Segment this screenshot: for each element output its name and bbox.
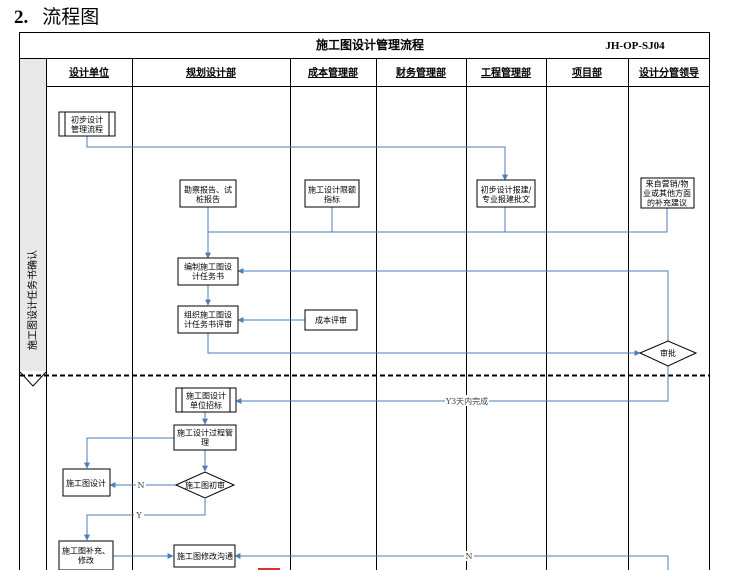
- edge-label-y3: Y3天内完成: [445, 396, 488, 406]
- lane-headers: 设计单位 规划设计部 成本管理部 财务管理部 工程管理部 项目部 设计分管领导: [69, 66, 699, 79]
- edge-label-y: Y: [135, 511, 142, 520]
- lane-header-engineering: 工程管理部: [481, 66, 531, 79]
- node-modification-communication: 施工图修改沟通: [173, 544, 236, 568]
- node-task-book-review: 组织施工图设计任务书评审: [177, 305, 239, 334]
- node-approval-decision: 审批: [638, 340, 698, 367]
- lane-header-project: 项目部: [572, 66, 602, 79]
- node-text: 施工图补充、修改: [62, 545, 110, 565]
- node-text: 施工图初审: [185, 480, 225, 490]
- section-heading: 2. 流程图: [14, 2, 99, 29]
- node-text: 勘察报告、试桩报告: [184, 184, 232, 204]
- node-text: 初步设计报建/专业报建批文: [481, 184, 532, 204]
- node-text: 审批: [660, 348, 676, 358]
- node-text: 来自营销/物业或其他方面的补充建议: [643, 179, 691, 208]
- lane-header-design-unit: 设计单位: [69, 66, 109, 79]
- lane-header-leader: 设计分管领导: [639, 66, 699, 79]
- phase-marker: 施工图设计任务书确认: [19, 59, 47, 387]
- chart-title: 施工图设计管理流程: [316, 37, 424, 52]
- node-text: 组织施工图设计任务书评审: [184, 309, 232, 329]
- section-title: 流程图: [42, 6, 100, 28]
- node-preliminary-approval: 初步设计报建/专业报建批文: [476, 179, 536, 208]
- node-text: 初步设计管理流程: [71, 114, 103, 134]
- lane-header-planning: 规划设计部: [186, 66, 236, 79]
- node-text: 施工图设计单位招标: [186, 390, 226, 410]
- red-marker: [258, 568, 280, 570]
- lane-dividers: [46, 58, 629, 570]
- section-number: 2.: [14, 7, 29, 28]
- node-text: 施工设计过程管理: [177, 427, 233, 447]
- edge-label-n-bottom: N: [466, 552, 473, 561]
- lane-header-finance: 财务管理部: [395, 66, 446, 79]
- node-text: 编制施工图设计任务书: [184, 261, 232, 281]
- doc-code: JH-OP-SJ04: [605, 40, 665, 52]
- lane-header-cost: 成本管理部: [308, 66, 358, 79]
- edge-label-n-left: N: [138, 481, 145, 490]
- node-cost-limit: 施工设计限额指标: [304, 179, 360, 208]
- node-compile-task-book: 编制施工图设计任务书: [177, 257, 239, 286]
- node-construction-drawing-design: 施工图设计: [62, 468, 111, 497]
- node-text: 成本评审: [315, 315, 347, 325]
- node-preliminary-design-process: 初步设计管理流程: [58, 111, 116, 137]
- edge-labels: Y3天内完成 N Y N: [134, 395, 489, 561]
- node-preliminary-check-decision: 施工图初审: [174, 471, 236, 499]
- node-supplementary-advice: 来自营销/物业或其他方面的补充建议: [640, 177, 695, 209]
- node-supplement-modify: 施工图补充、修改: [58, 540, 114, 570]
- node-survey-report: 勘察报告、试桩报告: [179, 179, 237, 208]
- node-text: 施工图修改沟通: [177, 551, 233, 561]
- nodes: 初步设计管理流程 勘察报告、试桩报告 施工设计限额指标 初步设计报建/专业报建批…: [58, 111, 698, 570]
- node-cost-review: 成本评审: [304, 309, 358, 331]
- node-design-unit-bidding: 施工图设计单位招标: [175, 387, 237, 413]
- node-text: 施工设计限额指标: [308, 184, 356, 204]
- table-frame: [19, 32, 710, 570]
- node-design-process-management: 施工设计过程管理: [173, 424, 237, 451]
- connectors: [84, 136, 669, 570]
- phase-label: 施工图设计任务书确认: [26, 250, 39, 350]
- node-text: 施工图设计: [66, 478, 106, 488]
